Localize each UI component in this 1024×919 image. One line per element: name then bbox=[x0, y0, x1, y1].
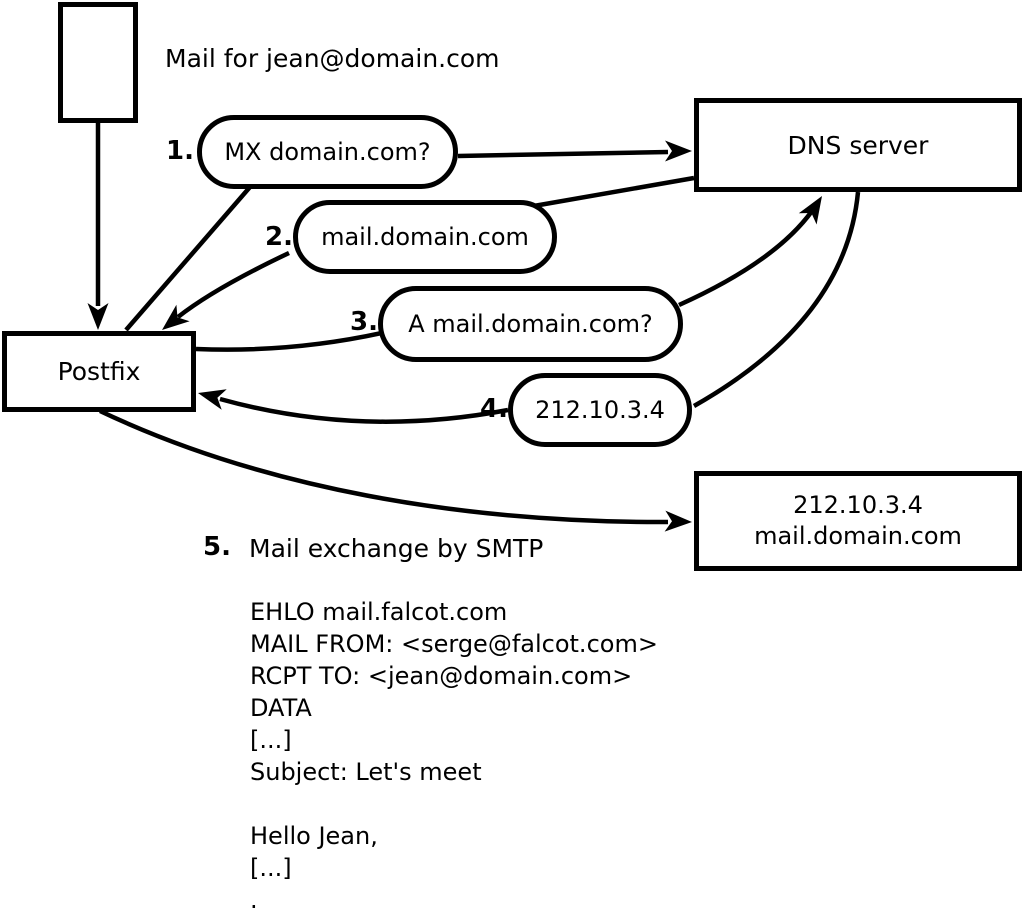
step2-answer-label: mail.domain.com bbox=[321, 223, 529, 251]
arrowhead-answer2-to-postfix bbox=[162, 304, 190, 330]
step2-number: 2. bbox=[265, 222, 293, 252]
step3-query-label: A mail.domain.com? bbox=[408, 310, 653, 338]
step4-answer-pill: 212.10.3.4 bbox=[508, 373, 692, 447]
mail-note-label: Mail for jean@domain.com bbox=[165, 44, 500, 73]
arrowhead-message-to-postfix bbox=[87, 303, 109, 330]
connector-dns-to-answer2 bbox=[527, 175, 695, 210]
step3-query-pill: A mail.domain.com? bbox=[378, 286, 683, 362]
arrowhead-answer4-to-postfix bbox=[198, 389, 227, 410]
mail-server-node: 212.10.3.4 mail.domain.com bbox=[694, 471, 1022, 571]
arrow-query3-to-dns-line bbox=[678, 209, 814, 308]
arrowhead-query1-to-dns bbox=[665, 140, 692, 162]
mail-message-icon bbox=[58, 2, 138, 123]
dns-server-label: DNS server bbox=[787, 130, 929, 160]
arrow-answer4-to-postfix-line bbox=[219, 396, 509, 424]
arrow-query1-to-dns-line bbox=[457, 149, 669, 159]
mail-server-hostname: mail.domain.com bbox=[754, 522, 962, 550]
mail-server-ip: 212.10.3.4 bbox=[793, 491, 923, 519]
dns-server-node: DNS server bbox=[694, 98, 1022, 192]
postfix-label: Postfix bbox=[57, 357, 141, 386]
arrow-answer2-to-postfix-line bbox=[176, 250, 290, 319]
smtp-transcript: EHLO mail.falcot.com MAIL FROM: <serge@f… bbox=[250, 598, 658, 914]
connector-postfix-to-query1 bbox=[124, 185, 252, 332]
step4-number: 4. bbox=[480, 394, 508, 424]
step1-query-label: MX domain.com? bbox=[224, 138, 431, 166]
step1-query-pill: MX domain.com? bbox=[197, 115, 458, 189]
arrowhead-smtp-to-mailserver bbox=[664, 510, 692, 532]
postfix-node: Postfix bbox=[2, 331, 196, 412]
step4-answer-label: 212.10.3.4 bbox=[535, 396, 665, 424]
step5-label: Mail exchange by SMTP bbox=[249, 534, 544, 563]
connector-postfix-to-query3 bbox=[195, 330, 383, 352]
connector-dns-to-answer4 bbox=[692, 191, 861, 408]
step5-number: 5. bbox=[203, 532, 231, 562]
step3-number: 3. bbox=[350, 307, 378, 337]
step2-answer-pill: mail.domain.com bbox=[293, 200, 557, 274]
arrowhead-query3-to-dns bbox=[798, 196, 822, 225]
step1-number: 1. bbox=[166, 136, 194, 166]
arrow-smtp-to-mailserver-line bbox=[99, 408, 669, 525]
